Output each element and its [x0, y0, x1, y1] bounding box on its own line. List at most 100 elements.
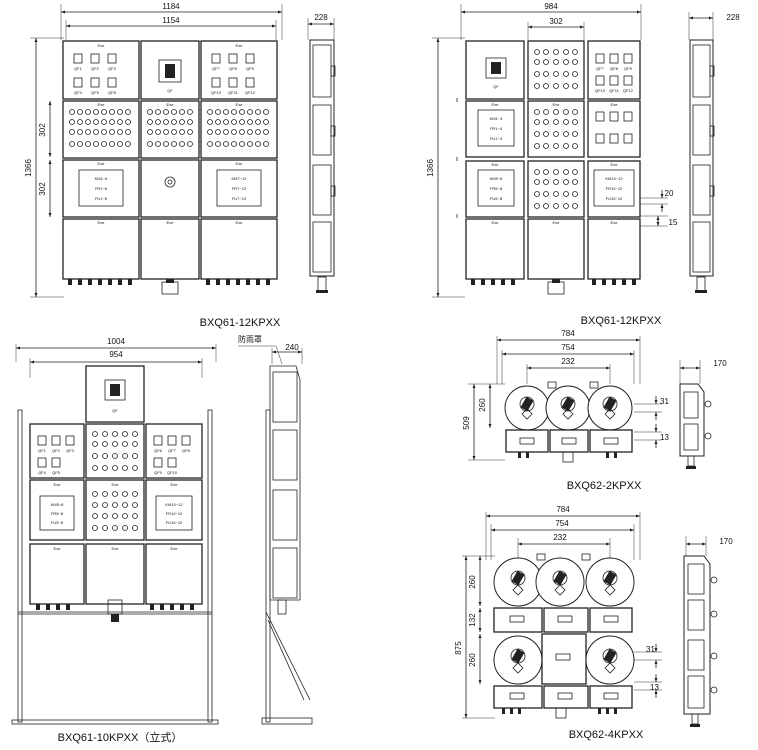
exe-tag: Exe	[54, 482, 62, 487]
caption-bxq62-2: BXQ62-2KPXX	[567, 480, 642, 492]
cable-glands	[68, 279, 270, 295]
dim-width-outer: 1184	[162, 2, 180, 11]
dim-width-inner: 754	[561, 343, 575, 352]
breaker-group-qf1-5: QF1 QF2 QF3 QF4 QF5	[37, 435, 75, 475]
drawing-bxq61-12-front-b: 984 302 1366 Exe Exe Exe Exe Exe Exe Exe…	[426, 2, 678, 327]
dim-unit-width: 232	[553, 533, 567, 542]
rotary-switch-icon	[602, 648, 618, 674]
dim-depth: 170	[719, 537, 733, 546]
rotary-switch-icon	[510, 570, 526, 596]
exe-tag: Exe	[98, 161, 106, 166]
drawing-bxq61-12-side-b: 228	[688, 12, 740, 293]
exe-tag: Exe	[611, 102, 619, 107]
plate-label: KM1~4	[490, 116, 504, 121]
exe-tag: Exe	[167, 102, 175, 107]
qf-label: QF12	[623, 88, 634, 93]
plate-label: FU7~12	[232, 196, 247, 201]
dim-width-outer: 1004	[107, 337, 125, 346]
rotary-switch-icon	[602, 570, 618, 596]
drawing-bxq62-2-front: 784 754 232 509 260	[462, 329, 669, 492]
exe-tag: Exe	[492, 220, 500, 225]
qf-label: QF3	[66, 448, 75, 453]
caption-bxq61-12-right: BXQ61-12KPXX	[581, 315, 662, 327]
exe-tag: Exe	[236, 43, 244, 48]
caption-bxq61-12-left: BXQ61-12KPXX	[200, 317, 281, 329]
dim-width-inner: 1154	[162, 16, 180, 25]
dim-total-height: 875	[454, 641, 463, 655]
qf-main-label: QF	[493, 84, 499, 89]
main-switch-icon: QF	[158, 59, 182, 93]
qf-main-label: QF	[167, 88, 173, 93]
drawing-bxq62-4-side: 170	[683, 536, 733, 727]
dim-31: 31	[646, 645, 655, 654]
plate-label: KM1~6	[95, 176, 109, 181]
qf-label: QF7	[596, 66, 605, 71]
dim-total-height: 509	[462, 416, 471, 430]
rotary-switch-icon	[519, 396, 535, 420]
plate-label: KM10~12	[165, 502, 183, 507]
caption-bxq61-10: BXQ61-10KPXX（立式）	[58, 730, 183, 744]
dim-13: 13	[660, 433, 669, 442]
cable-glands	[471, 279, 636, 295]
qf-label: QF9	[246, 66, 255, 71]
plate-label: KM5~8	[51, 502, 65, 507]
dim-height-2: 132	[468, 613, 477, 627]
qf-label: QF12	[245, 90, 256, 95]
plate-label: KM7~12	[231, 176, 247, 181]
dim-depth: 228	[726, 13, 740, 22]
breaker-group-qf6-10: QF6 QF7 QF8 QF9 QF10	[153, 435, 191, 475]
rotary-switch-icon	[510, 648, 526, 674]
plate-label: FU5~8	[51, 520, 64, 525]
qf-label: QF8	[182, 448, 191, 453]
drawing-bxq61-12-side: 228	[307, 13, 336, 293]
qf-label: QF8	[229, 66, 238, 71]
qf-main-label: QF	[112, 408, 118, 413]
qf-label: QF9	[154, 470, 163, 475]
exe-tag: Exe	[236, 102, 244, 107]
indicator-grid	[69, 109, 131, 147]
dim-height-total: 1366	[426, 159, 435, 177]
plate-label: FR10~12	[606, 186, 623, 191]
dim-width-outer: 784	[556, 505, 570, 514]
dim-depth: 170	[713, 359, 727, 368]
qf-label: QF1	[38, 448, 47, 453]
cable-glands	[36, 599, 194, 622]
qf-label: QF5	[91, 90, 100, 95]
plate-label: FR7~12	[232, 186, 247, 191]
plate-label: FR5~8	[51, 511, 64, 516]
dim-width-inner: 954	[109, 350, 123, 359]
dim-height-3: 260	[468, 653, 477, 667]
qf-label: QF10	[211, 90, 222, 95]
qf-label: QF11	[609, 88, 619, 93]
dim-height-1: 302	[38, 123, 47, 137]
exe-tag: Exe	[236, 161, 244, 166]
exe-tag: Exe	[112, 482, 120, 487]
exe-tag: Exe	[112, 546, 120, 551]
dim-width-outer: 984	[544, 2, 558, 11]
exe-tag: Exe	[492, 162, 500, 167]
dim-width-outer: 784	[561, 329, 575, 338]
caption-bxq62-4: BXQ62-4KPXX	[569, 729, 644, 741]
qf-label: QF11	[228, 90, 238, 95]
qf-label: QF3	[108, 66, 117, 71]
drawing-bxq61-12-front: 1184 1154 1366 302 302 Exe Exe Exe Exe	[24, 2, 283, 329]
qf-label: QF10	[595, 88, 606, 93]
exe-tag: Exe	[492, 102, 500, 107]
dim-13: 13	[650, 683, 659, 692]
drawing-bxq62-2-side: 170	[679, 359, 727, 469]
plate-label: FU10~12	[606, 196, 623, 201]
dim-height-total: 1366	[24, 159, 33, 177]
dim-height-1: 260	[468, 575, 477, 589]
rotary-switch-icon	[552, 570, 568, 596]
plate-label: FU1~4	[490, 136, 503, 141]
dim-15: 15	[669, 218, 678, 227]
exe-tag: Exe	[167, 220, 175, 225]
qf-label: QF6	[154, 448, 163, 453]
plate-label: FU10~12	[166, 520, 183, 525]
dim-20: 20	[665, 189, 674, 198]
indicator-lamp-icon	[164, 176, 176, 188]
exe-tag: Exe	[171, 482, 179, 487]
indicator-grid	[147, 109, 193, 147]
exe-tag: Exe	[54, 546, 62, 551]
plate-label: FR1~6	[95, 186, 108, 191]
